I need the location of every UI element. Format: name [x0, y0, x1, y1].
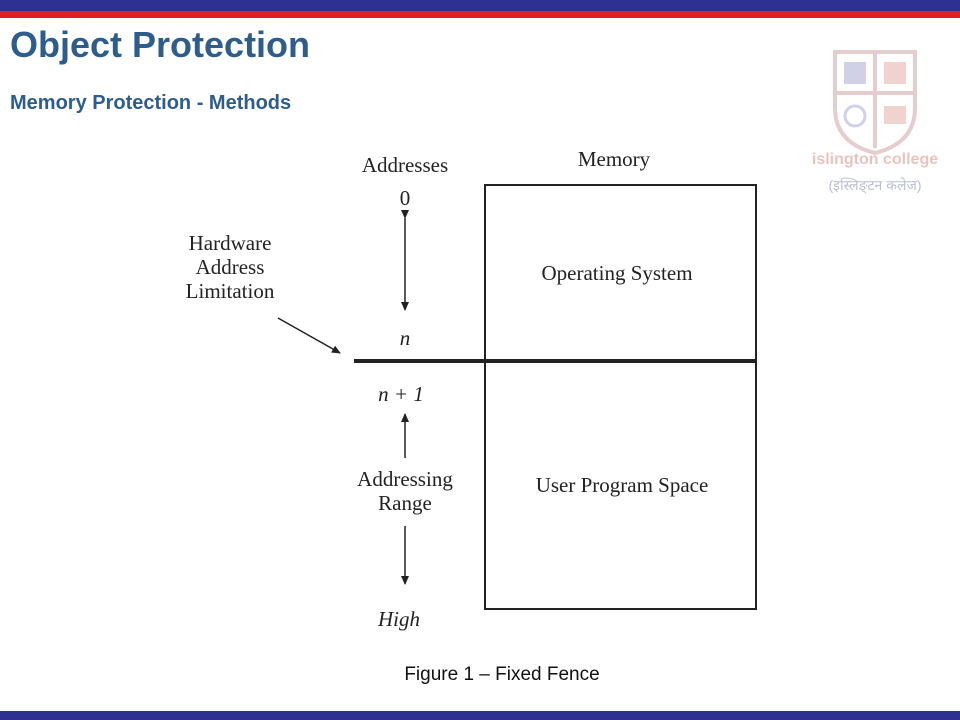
logo-text-english: islington college [811, 151, 939, 168]
college-logo-watermark [833, 50, 917, 156]
addresses-label: Addresses [362, 153, 448, 177]
bottom-blue-stripe [0, 711, 960, 720]
top-blue-stripe [0, 0, 960, 11]
address-n-label: n [400, 326, 411, 350]
hardware-label-line1: Hardware [189, 231, 272, 255]
operating-system-region-label: Operating System [541, 261, 692, 285]
address-n-plus-1-label: n + 1 [378, 382, 424, 406]
address-high-label: High [377, 607, 420, 631]
hardware-label-line2: Address [196, 255, 265, 279]
memory-box [484, 184, 757, 610]
address-zero-label: 0 [400, 186, 411, 210]
user-program-space-region-label: User Program Space [536, 473, 709, 497]
logo-text-local: (इस्लिङ्टन कलेज) [828, 177, 922, 193]
hardware-label-line3: Limitation [186, 279, 275, 303]
slide-subtitle: Memory Protection - Methods [10, 92, 292, 114]
slide-title: Object Protection [10, 24, 311, 65]
top-red-stripe [0, 11, 960, 18]
hardware-pointer-arrow [277, 317, 341, 354]
addressing-label-line1: Addressing [357, 467, 453, 491]
addressing-label-line2: Range [378, 491, 432, 515]
figure-caption: Figure 1 – Fixed Fence [404, 664, 600, 685]
memory-label: Memory [578, 147, 651, 171]
